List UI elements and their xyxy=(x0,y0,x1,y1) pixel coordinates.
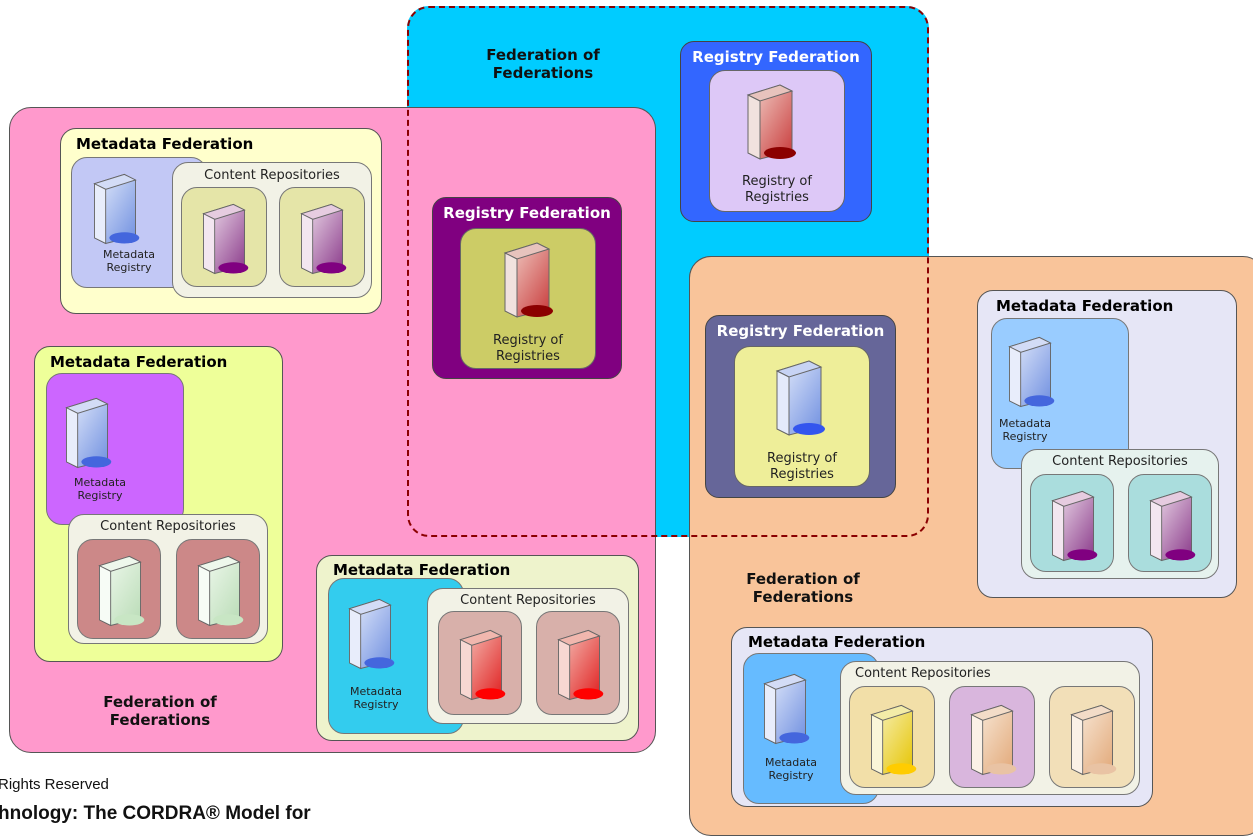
server-icon xyxy=(503,242,553,318)
server-icon xyxy=(870,704,917,776)
cyan-federation-label: Federation of Federations xyxy=(486,46,600,82)
footer-title-text: hnology: The CORDRA® Model for xyxy=(0,803,311,824)
metadata-federation-4: Metadata Federation Metadata Registry Co… xyxy=(977,290,1237,598)
content-repository-tile xyxy=(438,611,522,715)
content-repository-tile xyxy=(536,611,620,715)
content-repository-tile xyxy=(77,539,161,639)
registry-federation-orange: Registry Federation Registry of Registri… xyxy=(705,315,896,498)
federation-cyan-dashed-border xyxy=(407,6,929,537)
metadata-registry-label: Metadata Registry xyxy=(349,685,403,711)
server-icon xyxy=(775,360,825,436)
content-repositories-title: Content Repositories xyxy=(460,593,596,608)
server-icon xyxy=(65,397,112,469)
server-icon xyxy=(557,629,604,701)
metadata-registry-label: Metadata Registry xyxy=(73,476,127,502)
metadata-federation-title: Metadata Federation xyxy=(996,297,1174,315)
server-icon xyxy=(1051,490,1098,562)
metadata-federation-1: Metadata Federation Metadata Registry Co… xyxy=(60,128,382,314)
metadata-federation-title: Metadata Federation xyxy=(50,353,228,371)
metadata-federation-title: Metadata Federation xyxy=(748,633,926,651)
metadata-federation-2: Metadata Federation Metadata Registry Co… xyxy=(34,346,283,662)
content-repository-tile xyxy=(1049,686,1135,788)
content-repository-tile xyxy=(949,686,1035,788)
content-repository-tile xyxy=(849,686,935,788)
content-repositories-title: Content Repositories xyxy=(204,168,340,183)
server-icon xyxy=(197,555,244,627)
registry-of-registries-tile: Registry of Registries xyxy=(709,70,845,212)
content-repositories-title: Content Repositories xyxy=(855,666,991,681)
pink-federation-label: Federation of Federations xyxy=(103,693,217,729)
registry-federation-center: Registry Federation Registry of Registri… xyxy=(432,197,622,379)
server-icon xyxy=(93,173,140,245)
content-repositories-group: Content Repositories xyxy=(427,588,629,724)
metadata-federation-title: Metadata Federation xyxy=(333,561,511,579)
content-repositories-title: Content Repositories xyxy=(100,519,236,534)
registry-of-registries-label: Registry of Registries xyxy=(767,451,837,482)
server-icon xyxy=(98,555,145,627)
server-icon xyxy=(348,598,395,670)
server-icon xyxy=(746,84,796,160)
registry-federation-title: Registry Federation xyxy=(692,48,860,66)
server-icon xyxy=(459,629,506,701)
content-repository-tile xyxy=(279,187,365,287)
content-repository-tile xyxy=(1030,474,1114,572)
server-icon xyxy=(202,203,249,275)
metadata-federation-5: Metadata Federation Metadata Registry Co… xyxy=(731,627,1153,807)
server-icon xyxy=(1008,336,1055,408)
registry-federation-title: Registry Federation xyxy=(443,204,611,222)
metadata-registry-label: Metadata Registry xyxy=(764,756,818,782)
registry-of-registries-tile: Registry of Registries xyxy=(460,228,596,369)
server-icon xyxy=(300,203,347,275)
content-repositories-group: Content Repositories xyxy=(68,514,268,644)
registry-of-registries-tile: Registry of Registries xyxy=(734,346,870,487)
content-repository-tile xyxy=(1128,474,1212,572)
content-repositories-title: Content Repositories xyxy=(1052,454,1188,469)
metadata-federation-title: Metadata Federation xyxy=(76,135,254,153)
registry-federation-title: Registry Federation xyxy=(716,322,885,340)
metadata-registry-tile: Metadata Registry xyxy=(991,318,1129,469)
content-repositories-group: Content Repositories xyxy=(172,162,372,298)
registry-of-registries-label: Registry of Registries xyxy=(493,333,563,364)
content-repository-tile xyxy=(181,187,267,287)
metadata-registry-tile: Metadata Registry xyxy=(46,373,184,525)
registry-federation-top: Registry Federation Registry of Registri… xyxy=(680,41,872,222)
metadata-registry-label: Metadata Registry xyxy=(102,248,156,274)
content-repositories-group: Content Repositories xyxy=(1021,449,1219,579)
server-icon xyxy=(970,704,1017,776)
registry-of-registries-label: Registry of Registries xyxy=(742,174,812,205)
metadata-registry-label: Metadata Registry xyxy=(998,417,1052,443)
content-repository-tile xyxy=(176,539,260,639)
server-icon xyxy=(763,673,810,745)
orange-federation-label: Federation of Federations xyxy=(746,570,860,606)
footer-rights-text: Rights Reserved xyxy=(0,776,109,793)
metadata-federation-3: Metadata Federation Metadata Registry Co… xyxy=(316,555,639,741)
server-icon xyxy=(1149,490,1196,562)
content-repositories-group: Content Repositories xyxy=(840,661,1140,795)
server-icon xyxy=(1070,704,1117,776)
